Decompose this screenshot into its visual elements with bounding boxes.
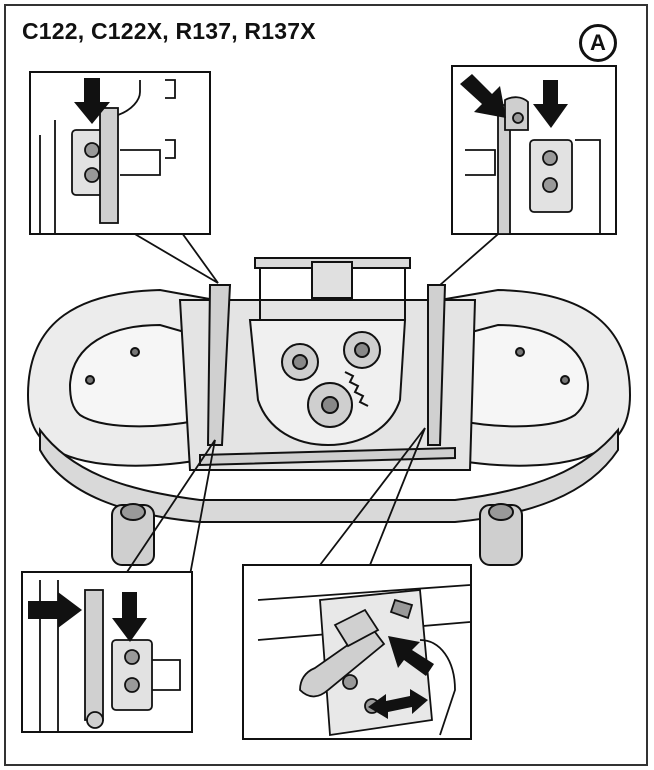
- mower-deck: [26, 257, 632, 566]
- inset-bottom-left: [21, 571, 193, 733]
- inset-top-right: [451, 65, 617, 235]
- inset-bottom-right: [242, 564, 472, 740]
- figure-title: C122, C122X, R137, R137X: [22, 18, 316, 44]
- arrow-diagonal-icon: [388, 636, 434, 676]
- arrow-down-icon: [74, 78, 110, 124]
- arrow-diagonal-icon: [460, 74, 506, 118]
- figure-frame: [4, 4, 648, 766]
- inset-top-left: [29, 71, 211, 235]
- double-arrow-icon: [368, 689, 428, 719]
- arrow-down-icon: [112, 592, 147, 642]
- figure-label-badge: A: [579, 24, 617, 62]
- arrow-right-icon: [28, 592, 82, 628]
- arrow-down-icon: [533, 80, 568, 128]
